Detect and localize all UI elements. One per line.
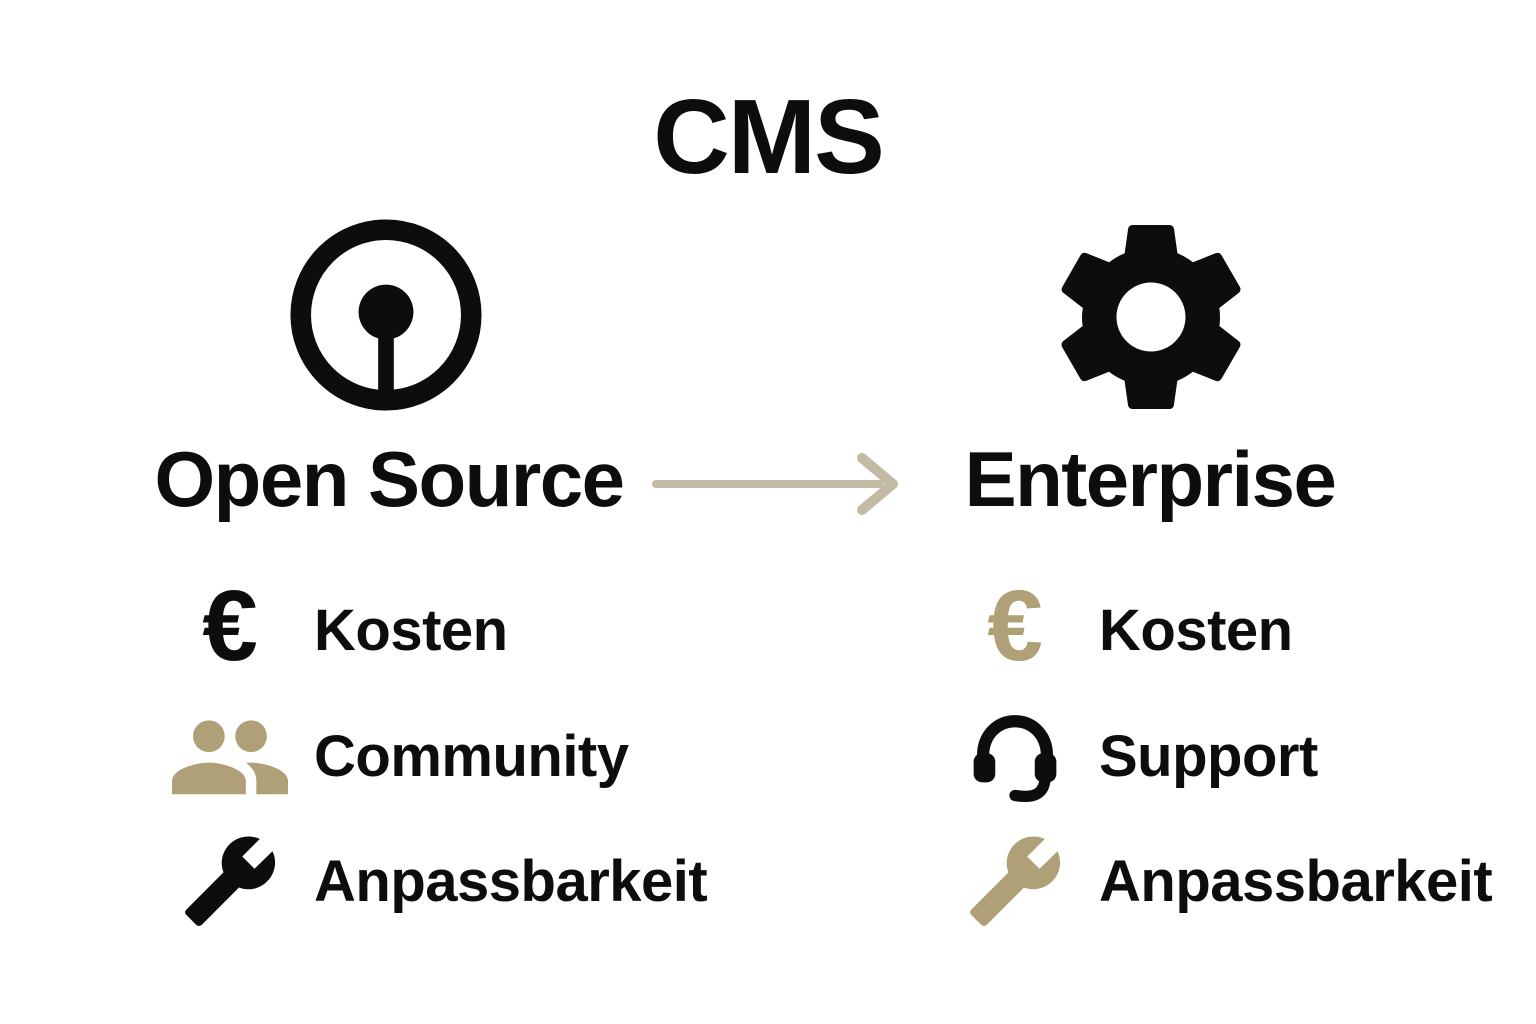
euro-glyph: € xyxy=(202,570,258,682)
feature-row-open-source-kosten: € Kosten xyxy=(170,576,770,680)
feature-row-enterprise-anpassbarkeit: Anpassbarkeit xyxy=(955,831,1536,931)
open-source-keyhole-icon xyxy=(290,219,482,411)
feature-label: Community xyxy=(314,723,629,789)
feature-row-enterprise-kosten: € Kosten xyxy=(955,576,1536,680)
wrench-icon xyxy=(955,831,1075,931)
wrench-icon-glyph xyxy=(970,836,1061,926)
feature-label: Anpassbarkeit xyxy=(1099,848,1493,914)
feature-label: Kosten xyxy=(1099,597,1293,663)
wrench-icon xyxy=(170,831,290,931)
left-column-heading: Open Source xyxy=(154,435,625,523)
diagram-title: CMS xyxy=(653,78,885,196)
right-column-heading: Enterprise xyxy=(964,435,1337,523)
gear-icon xyxy=(1061,225,1241,409)
euro-glyph: € xyxy=(987,570,1043,682)
feature-label: Anpassbarkeit xyxy=(314,848,708,914)
arrow-right-icon xyxy=(652,453,898,515)
euro-icon: € xyxy=(955,576,1075,680)
people-icon-glyph xyxy=(172,720,288,795)
feature-row-open-source-community: Community xyxy=(170,706,770,806)
wrench-icon-glyph xyxy=(185,836,276,926)
people-icon xyxy=(170,706,290,806)
headset-icon-glyph xyxy=(973,715,1057,803)
euro-icon: € xyxy=(170,576,290,680)
headset-icon xyxy=(955,706,1075,806)
feature-row-open-source-anpassbarkeit: Anpassbarkeit xyxy=(170,831,770,931)
feature-row-enterprise-support: Support xyxy=(955,706,1536,806)
feature-label: Support xyxy=(1099,723,1318,789)
feature-label: Kosten xyxy=(314,597,508,663)
